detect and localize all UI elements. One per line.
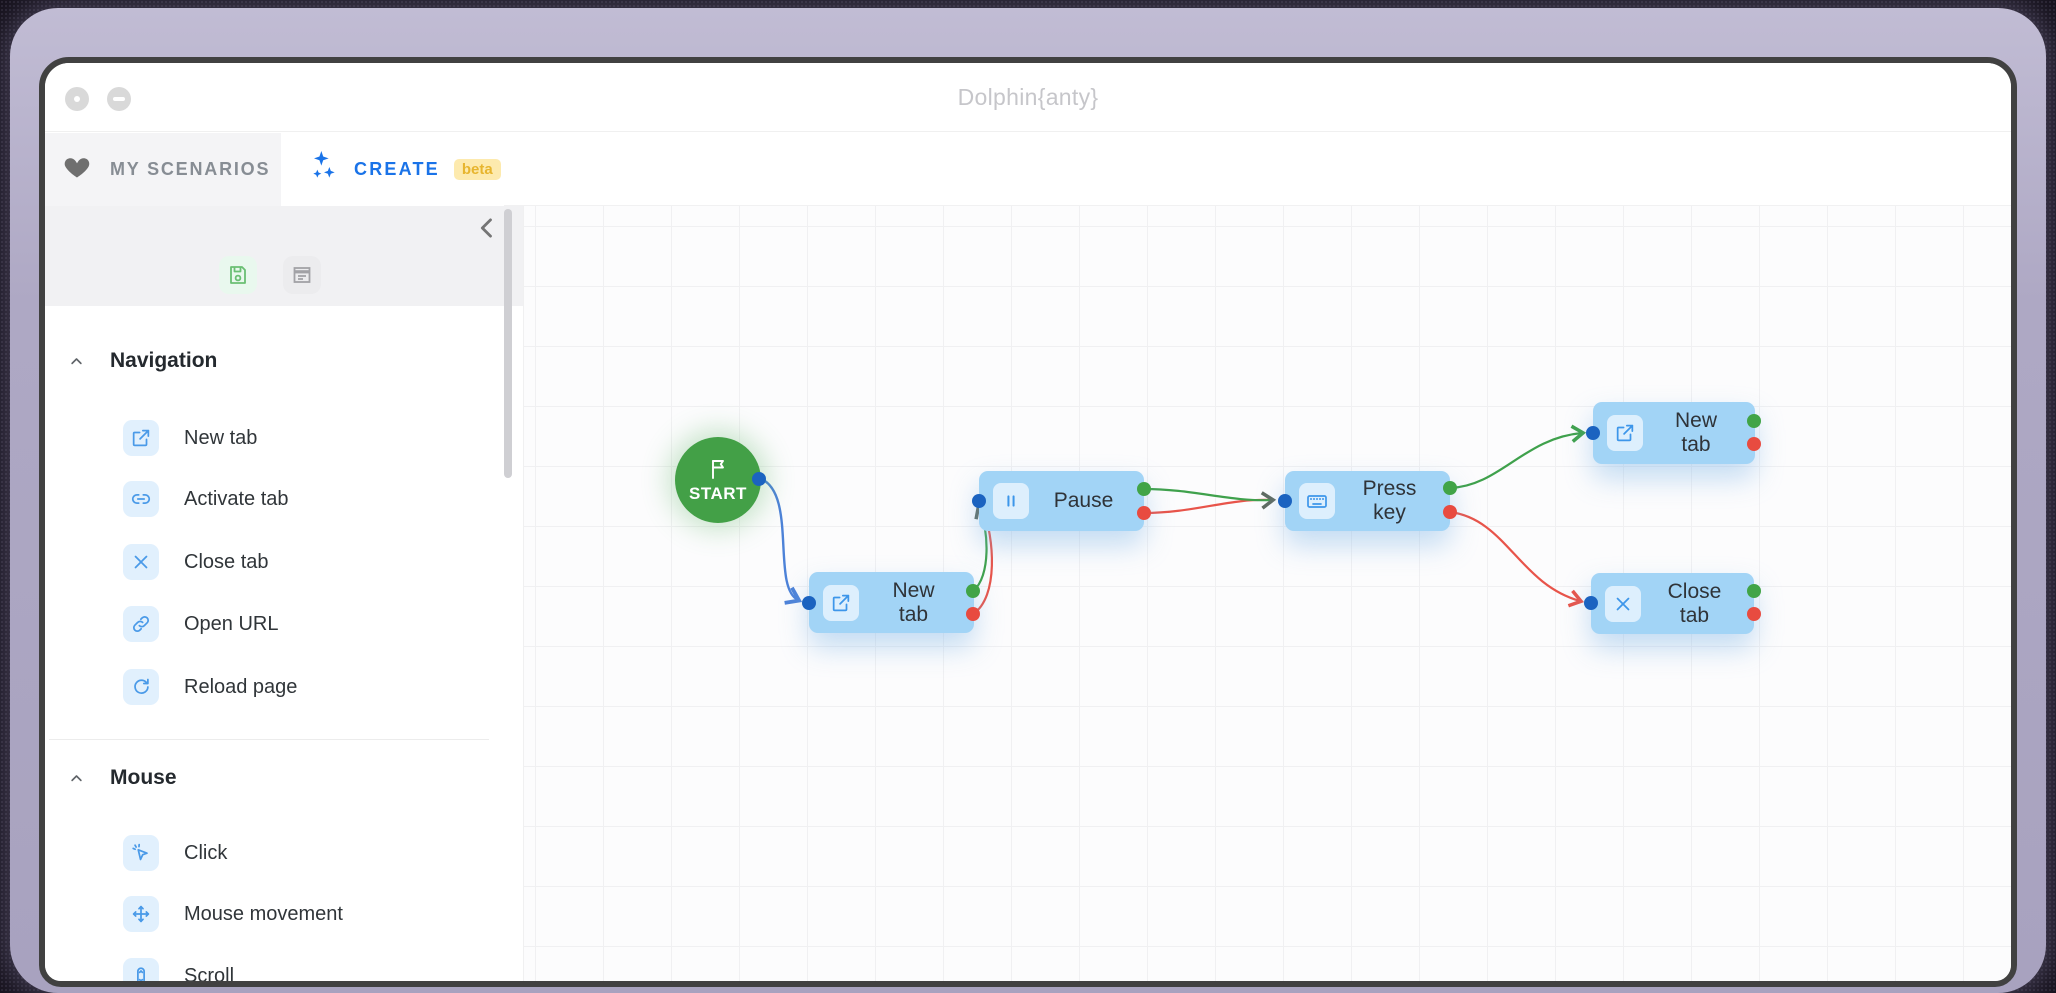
script-view-button[interactable] (283, 256, 321, 294)
section-title: Navigation (110, 349, 218, 372)
title-bar: Dolphin{anty} (45, 63, 2011, 132)
new-tab-icon (1607, 415, 1643, 451)
tab-create[interactable]: CREATE beta (281, 133, 504, 206)
sidebar-item-label: Click (184, 841, 228, 864)
port-new-tab-2-input[interactable] (1586, 426, 1600, 440)
node-press-key[interactable]: Press key (1285, 471, 1450, 531)
port-pause-success[interactable] (1137, 482, 1151, 496)
node-new-tab-2[interactable]: New tab (1593, 402, 1755, 464)
sidebar-item-label: Scroll (184, 964, 235, 987)
app-window: Dolphin{anty} MY SCENARIOS CREATE (39, 57, 2017, 987)
top-tab-bar: MY SCENARIOS CREATE beta (45, 133, 2011, 276)
flag-icon (712, 459, 724, 479)
node-label: Close tab (1667, 579, 1722, 627)
window-back-button[interactable] (65, 87, 89, 111)
tab-my-scenarios[interactable]: MY SCENARIOS (45, 133, 281, 206)
port-start-output[interactable] (752, 472, 766, 486)
minus-icon (113, 97, 125, 101)
save-icon (230, 266, 246, 284)
edge-presskey-error-to-closetab (1449, 510, 1585, 608)
port-new-tab-2-success[interactable] (1747, 414, 1761, 428)
click-icon (123, 835, 159, 871)
sidebar-item-label: Reload page (184, 675, 298, 698)
sidebar-item-label: Activate tab (184, 487, 289, 510)
activate-tab-icon (123, 481, 159, 517)
chevron-up-icon (71, 774, 82, 781)
port-pause-error[interactable] (1137, 506, 1151, 520)
port-press-key-error[interactable] (1443, 505, 1457, 519)
port-new-tab-1-success[interactable] (966, 584, 980, 598)
window-minimize-button[interactable] (107, 87, 131, 111)
port-press-key-input[interactable] (1278, 494, 1292, 508)
port-pause-input[interactable] (972, 494, 986, 508)
section-header-mouse[interactable]: Mouse (45, 761, 177, 795)
close-tab-icon (123, 544, 159, 580)
start-node-label: START (689, 483, 747, 503)
node-close-tab[interactable]: Close tab (1591, 573, 1754, 634)
sidebar-item-label: Close tab (184, 550, 269, 573)
tab-create-label: CREATE (354, 159, 440, 179)
node-label: Press key (1362, 477, 1417, 524)
actions-sidebar: Navigation New tab Activate tab (45, 206, 523, 987)
node-start[interactable]: START (675, 437, 761, 523)
open-url-icon (123, 606, 159, 642)
reload-page-icon (123, 669, 159, 705)
node-label: New tab (892, 578, 935, 626)
sidebar-item-new-tab[interactable]: New tab (45, 420, 257, 456)
chevron-up-icon (71, 357, 82, 364)
flow-canvas[interactable]: START New tab Paus (523, 206, 2011, 981)
new-tab-icon (123, 420, 159, 456)
sidebar-item-label: New tab (184, 426, 258, 449)
port-close-tab-input[interactable] (1584, 596, 1598, 610)
beta-badge: beta (453, 159, 501, 180)
port-close-tab-error[interactable] (1747, 607, 1761, 621)
window-title: Dolphin{anty} (957, 84, 1099, 110)
node-label: Pause (1053, 489, 1114, 512)
node-new-tab-1[interactable]: New tab (809, 572, 974, 633)
section-title: Mouse (110, 766, 177, 789)
sidebar-item-label: Mouse movement (184, 902, 343, 925)
mouse-movement-icon (123, 896, 159, 932)
sparkles-icon (308, 149, 340, 190)
edge-pause-success-to-presskey (1143, 487, 1277, 510)
section-header-navigation[interactable]: Navigation (45, 344, 217, 378)
node-label: New tab (1674, 409, 1717, 456)
section-divider (49, 739, 489, 740)
sidebar-item-reload-page[interactable]: Reload page (45, 669, 297, 705)
new-tab-icon (823, 584, 859, 621)
close-tab-icon (1605, 585, 1641, 622)
pause-icon (993, 483, 1029, 519)
dot-icon (74, 96, 80, 102)
scroll-icon (123, 958, 159, 981)
main-area: Navigation New tab Activate tab (45, 206, 2011, 987)
port-new-tab-1-input[interactable] (802, 596, 816, 610)
port-press-key-success[interactable] (1443, 481, 1457, 495)
edge-pause-error-to-presskey (1143, 498, 1273, 515)
port-new-tab-1-error[interactable] (966, 607, 980, 621)
sidebar-item-label: Open URL (184, 612, 279, 635)
edge-layer (758, 424, 1587, 615)
sidebar-item-scroll[interactable]: Scroll (45, 958, 235, 987)
sidebar-item-open-url[interactable]: Open URL (45, 606, 279, 642)
collapse-sidebar-button[interactable] (473, 214, 501, 242)
edge-start-to-newtab1 (758, 476, 803, 605)
tab-my-scenarios-label: MY SCENARIOS (110, 159, 271, 179)
edge-presskey-success-to-newtab2 (1449, 424, 1587, 490)
sidebar-toolbar (45, 206, 523, 306)
node-pause[interactable]: Pause (979, 471, 1144, 531)
heart-icon (62, 152, 92, 187)
sidebar-item-click[interactable]: Click (45, 835, 227, 871)
save-scenario-button[interactable] (219, 256, 257, 294)
port-close-tab-success[interactable] (1747, 584, 1761, 598)
sidebar-item-mouse-movement[interactable]: Mouse movement (45, 896, 343, 932)
form-icon (293, 267, 311, 283)
port-new-tab-2-error[interactable] (1747, 437, 1761, 451)
sidebar-item-close-tab[interactable]: Close tab (45, 544, 269, 580)
chevron-left-icon (480, 218, 492, 238)
sidebar-scrollbar[interactable] (504, 209, 512, 478)
sidebar-item-activate-tab[interactable]: Activate tab (45, 481, 289, 517)
keyboard-icon (1299, 483, 1335, 519)
